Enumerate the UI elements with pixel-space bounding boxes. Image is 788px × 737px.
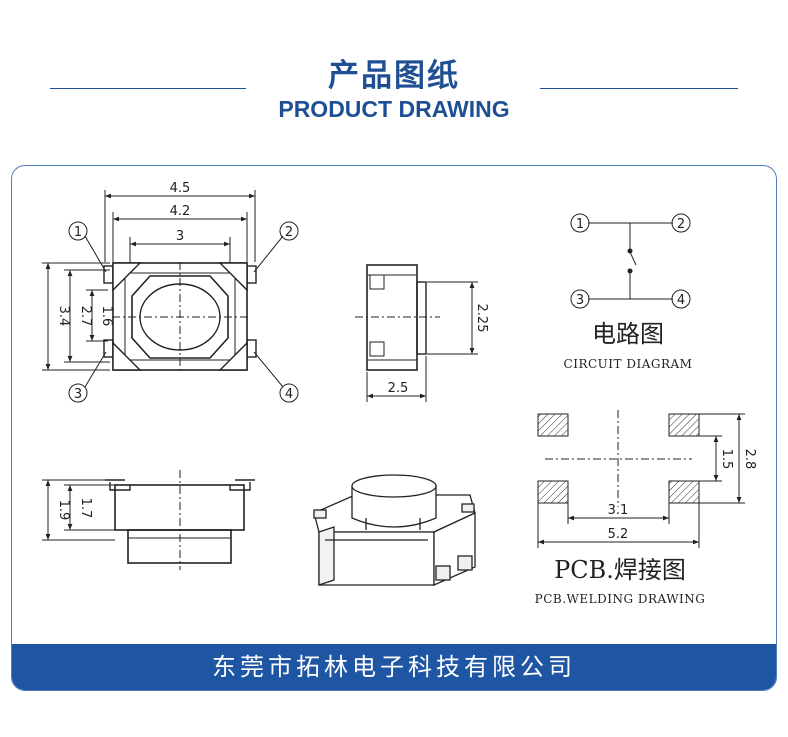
- pin-4-label: 4: [285, 387, 293, 402]
- circuit-pin-3: 3: [576, 293, 584, 308]
- top-view: [42, 190, 299, 403]
- dim-pcb-outer-width: 5.2: [608, 527, 629, 542]
- circuit-pin-1: 1: [576, 217, 584, 232]
- side-view: [355, 264, 478, 402]
- dim-side-depth: 2.5: [388, 381, 409, 396]
- dim-cap-width: 3: [176, 229, 184, 244]
- dim-body-width: 4.2: [170, 204, 191, 219]
- pin-3-label: 3: [74, 387, 82, 402]
- top-view-labels: 4.5 4.2 3 3.4 2.7 1.6 1 2 3 4: [56, 181, 293, 402]
- circuit-label-en: CIRCUIT DIAGRAM: [564, 357, 693, 371]
- circuit-label-cn: 电路图: [592, 320, 664, 348]
- title-divider-left: [50, 88, 246, 89]
- dim-front-total-height: 1.9: [56, 500, 71, 521]
- dim-side-height: 2.25: [474, 304, 489, 333]
- circuit-pin-2: 2: [677, 217, 685, 232]
- pin-1-label: 1: [74, 225, 82, 240]
- page-title-cn: 产品图纸: [328, 58, 460, 94]
- pin-2-label: 2: [285, 225, 293, 240]
- dim-body-height: 2.7: [78, 306, 93, 327]
- dim-total-width: 4.5: [170, 181, 191, 196]
- title-divider-right: [540, 88, 738, 89]
- dim-front-body-height: 1.7: [78, 498, 93, 519]
- dim-total-height: 3.4: [56, 306, 71, 327]
- circuit-pin-4: 4: [677, 293, 685, 308]
- dim-pin-spacing: 1.6: [99, 306, 114, 327]
- dim-pcb-height: 2.8: [742, 449, 757, 470]
- pcb-label-cn: PCB.焊接图: [554, 556, 686, 584]
- front-view: [42, 470, 255, 570]
- isometric-view: [313, 474, 476, 586]
- company-banner: 东莞市拓林电子科技有限公司: [12, 644, 776, 690]
- dim-pcb-pad-gap: 1.5: [719, 449, 734, 470]
- pcb-welding-drawing: [537, 410, 745, 548]
- pcb-label-en: PCB.WELDING DRAWING: [535, 592, 706, 606]
- circuit-diagram: [570, 213, 691, 309]
- drawing-panel: 东莞市拓林电子科技有限公司: [11, 165, 777, 691]
- dim-pcb-inner-width: 3.1: [608, 503, 629, 518]
- page-title-en: PRODUCT DRAWING: [278, 96, 510, 122]
